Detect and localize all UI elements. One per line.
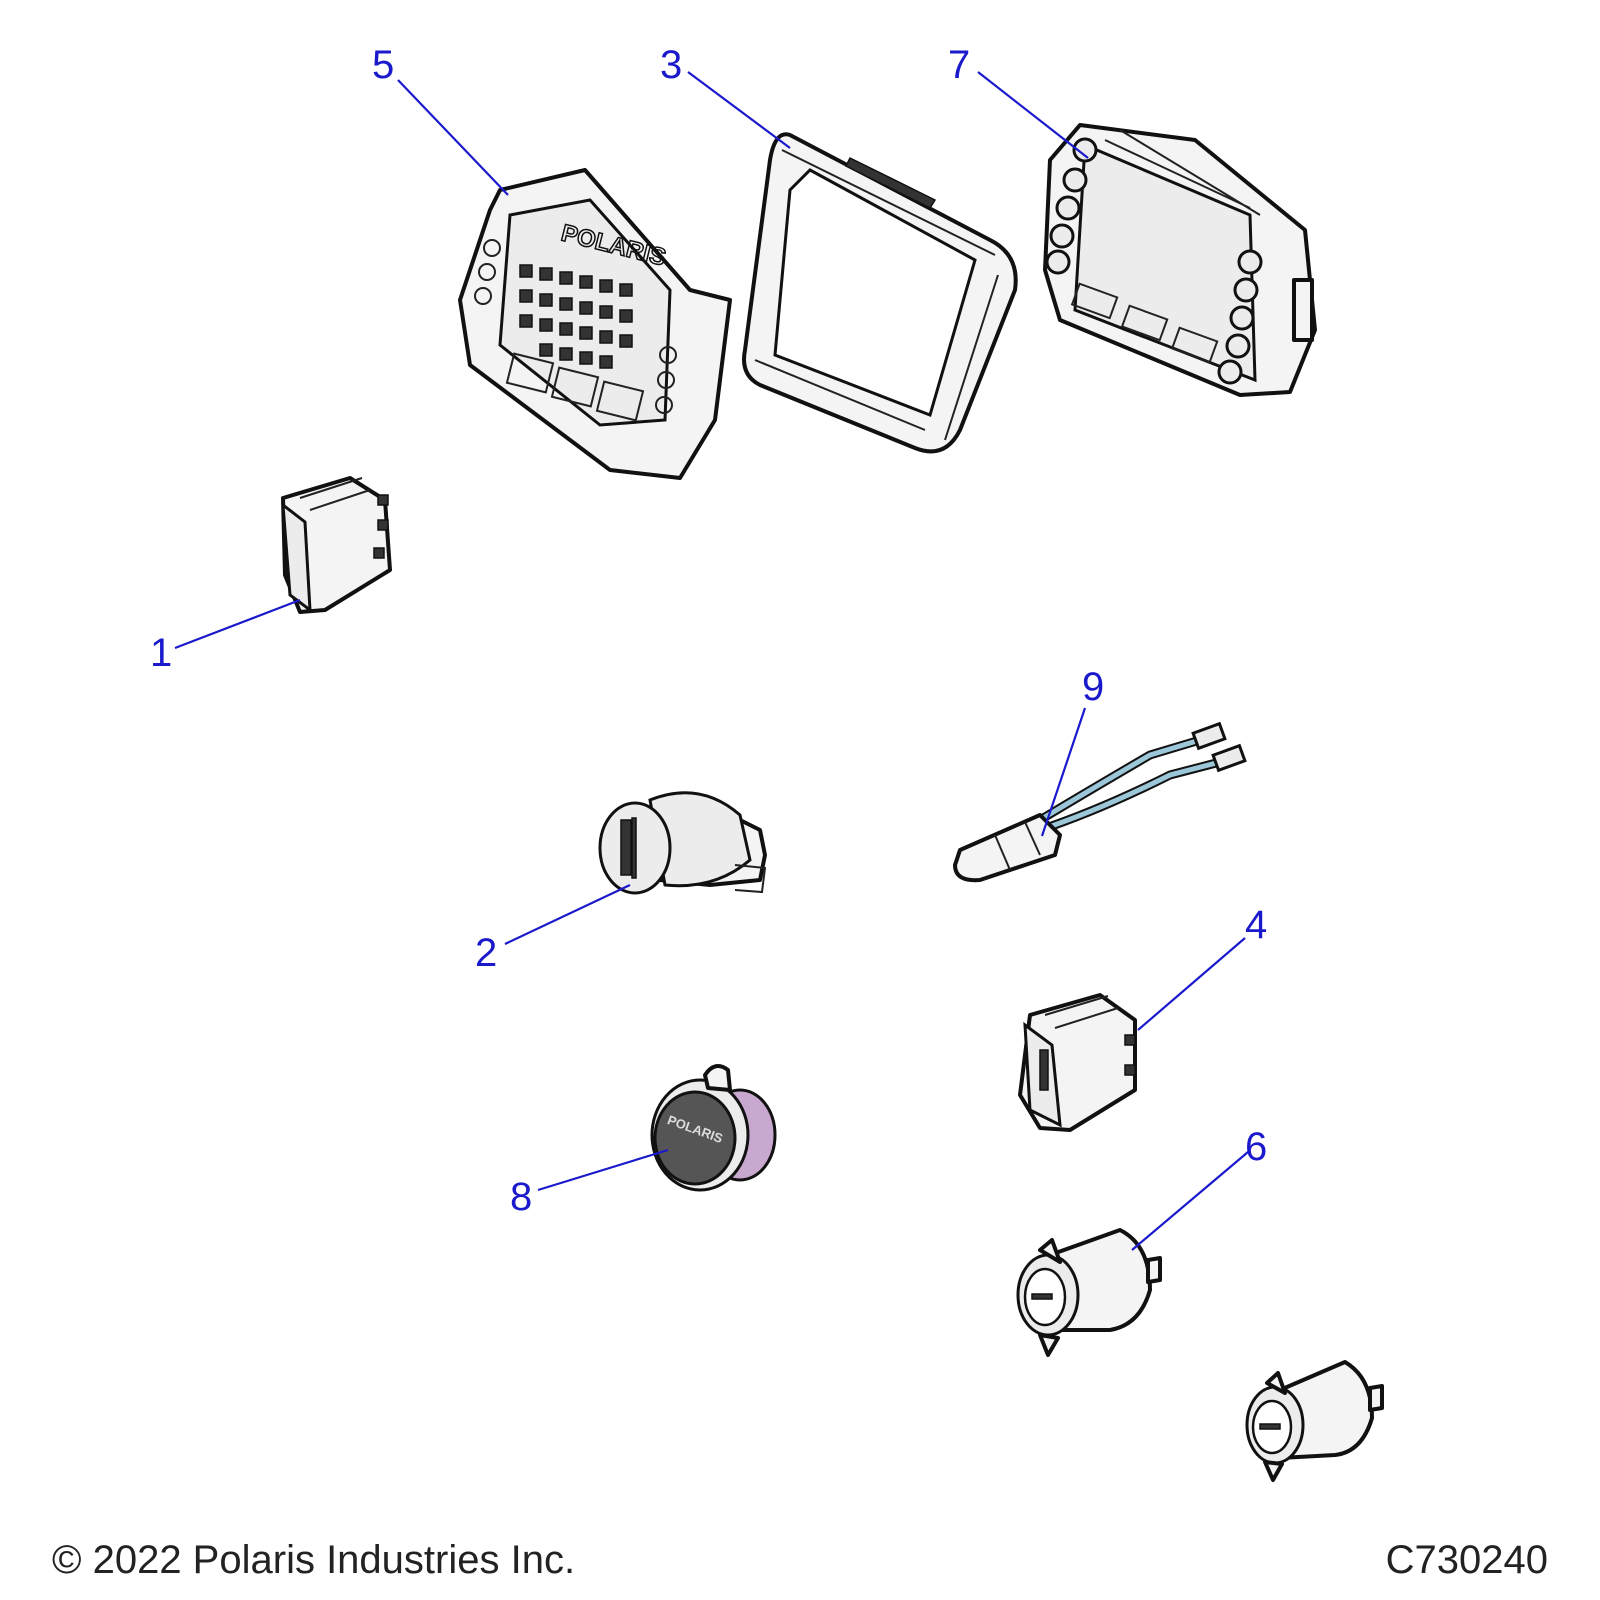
leader-5 (397, 79, 509, 196)
copyright-text: © 2022 Polaris Industries Inc. (52, 1538, 576, 1582)
part-8-usb-socket: POLARIS (650, 1064, 777, 1192)
callout-6: 6 (1245, 1125, 1267, 1169)
callout-3: 3 (660, 43, 682, 87)
leader-9 (1040, 707, 1087, 837)
part-3-gasket (742, 132, 1018, 454)
leader-3 (687, 71, 791, 149)
part-1-rocker-switch (281, 476, 392, 614)
part-5-bezel: POLARIS (458, 168, 732, 480)
power-outlet-extra (1245, 1360, 1384, 1482)
part-2-ignition-switch (598, 791, 767, 895)
callout-5: 5 (372, 43, 394, 87)
leader-8 (537, 1148, 669, 1192)
callout-7: 7 (948, 43, 970, 87)
bezel-keypad-grid (519, 264, 633, 369)
leader-2 (504, 884, 631, 945)
callout-2: 2 (475, 931, 497, 975)
leader-6 (1131, 1151, 1249, 1251)
callout-8: 8 (510, 1175, 532, 1219)
callout-4: 4 (1245, 903, 1267, 947)
part-9-wire-harness (953, 721, 1247, 883)
callout-1: 1 (150, 631, 172, 675)
part-6-power-outlet (1016, 1228, 1162, 1357)
leader-7 (977, 71, 1089, 159)
part-7-display (1043, 123, 1317, 397)
leader-1 (174, 598, 301, 650)
part-4-rocker-switch (1018, 993, 1137, 1132)
drawing-number: C730240 (1385, 1538, 1548, 1582)
callout-9: 9 (1082, 665, 1104, 709)
leader-4 (1137, 937, 1246, 1031)
